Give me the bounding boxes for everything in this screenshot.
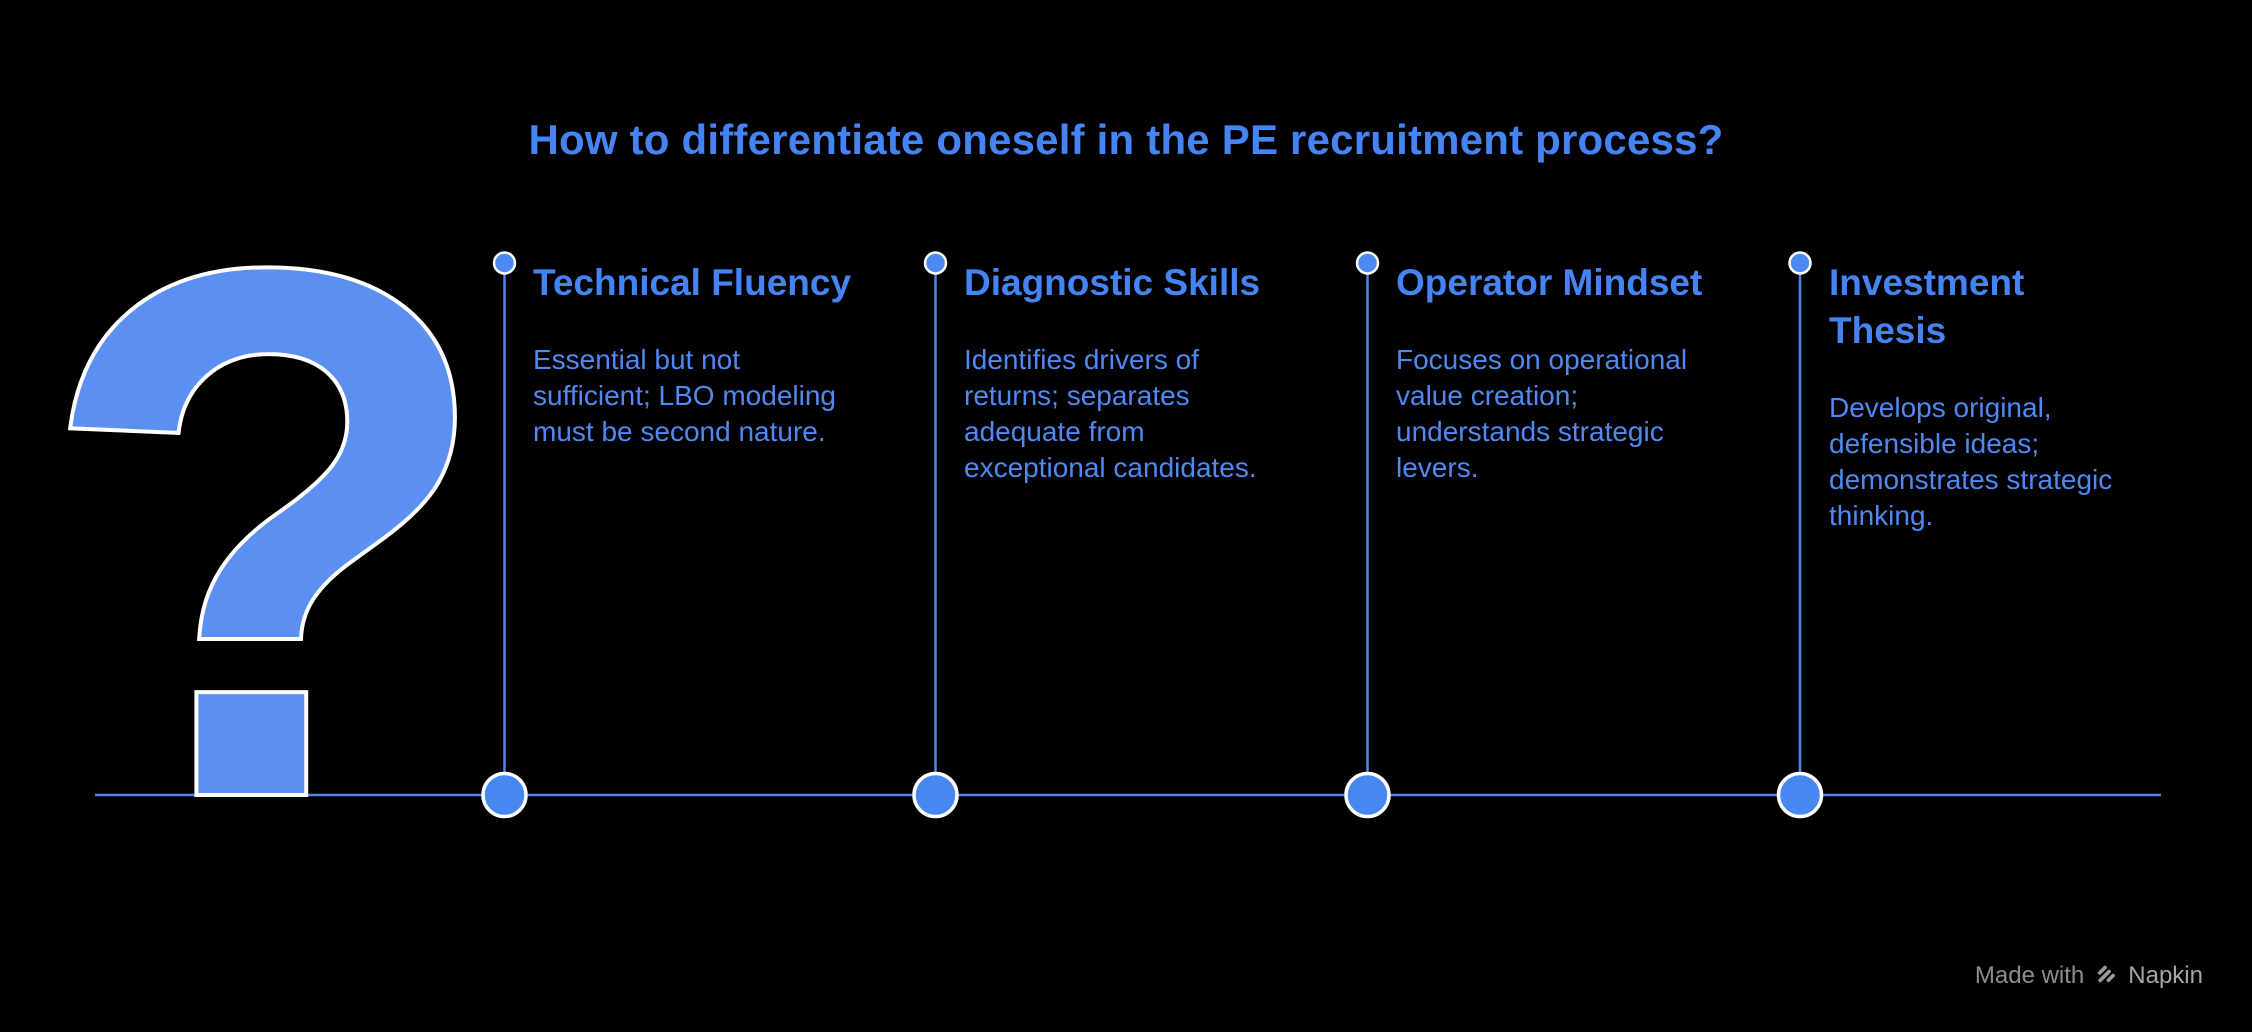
column-body: Focuses on operational value creation; u… — [1396, 344, 1688, 483]
column-heading: Technical Fluency — [533, 262, 852, 303]
column-top-dot — [923, 251, 948, 275]
column-heading: Operator Mindset — [1396, 262, 1703, 303]
watermark-brand-label: Napkin — [2128, 962, 2203, 989]
column-operator-mindset: Operator Mindset Focuses on operational … — [1396, 259, 1746, 486]
column-body: Identifies drivers of returns; separates… — [964, 344, 1257, 483]
timeline-dot — [1344, 771, 1391, 819]
napkin-watermark: Made with Napkin — [1975, 962, 2203, 990]
timeline-dot — [481, 771, 528, 819]
column-investment-thesis: Investment Thesis Develops original, def… — [1829, 259, 2179, 534]
column-diagnostic-skills: Diagnostic Skills Identifies drivers of … — [964, 259, 1314, 486]
column-heading: Investment Thesis — [1829, 262, 2025, 351]
page-title: How to differentiate oneself in the PE r… — [528, 116, 1724, 163]
column-technical-fluency: Technical Fluency Essential but not suff… — [533, 259, 883, 450]
column-top-dot — [1355, 251, 1380, 275]
timeline-dot — [1776, 771, 1824, 819]
column-heading: Diagnostic Skills — [964, 262, 1261, 303]
napkin-logo-icon — [2098, 965, 2116, 983]
column-top-dot — [492, 251, 517, 275]
watermark-made-with-label: Made with — [1974, 962, 2085, 989]
column-body: Essential but not sufficient; LBO modeli… — [533, 344, 836, 447]
column-top-dot — [1788, 251, 1812, 275]
question-mark-icon: ? — [38, 114, 496, 952]
timeline-dot — [912, 771, 959, 819]
column-body: Develops original, defensible ideas; dem… — [1829, 392, 2113, 531]
